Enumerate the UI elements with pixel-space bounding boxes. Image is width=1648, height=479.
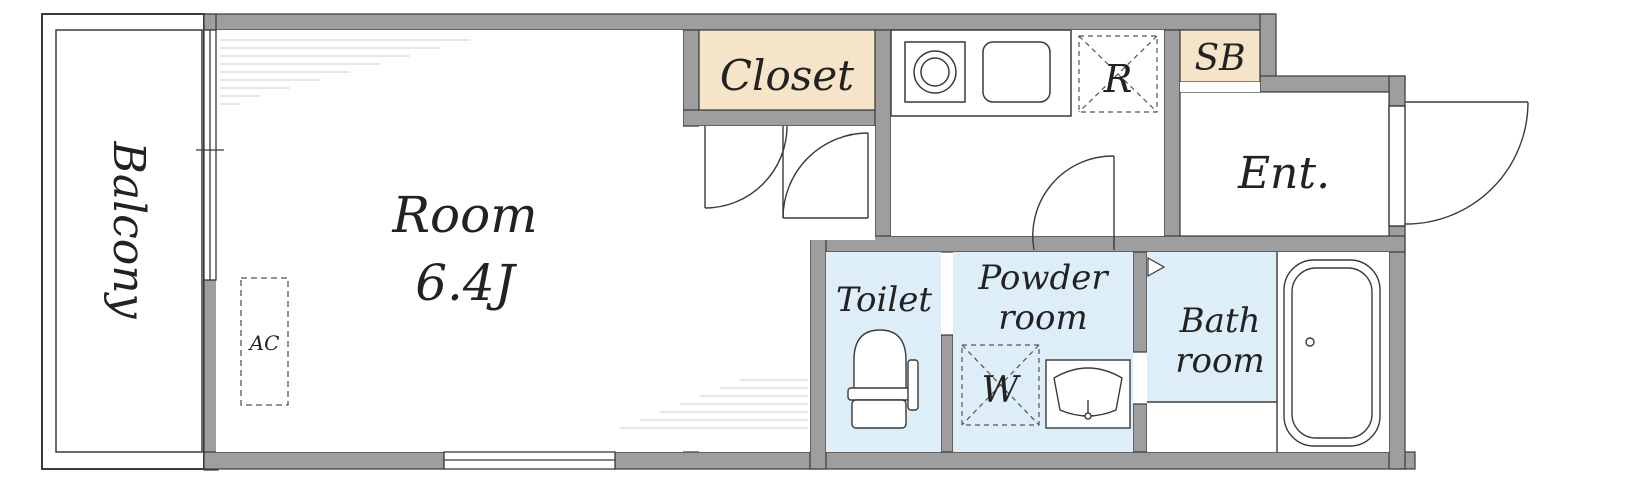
shoe-box: SB [1179,29,1261,83]
bottom-window [443,451,616,470]
powder-room-label-line2: room [998,298,1087,338]
bath-room: Bath room [1147,252,1389,452]
closet: Closet [698,29,876,111]
powder-room: Powder room W [953,252,1133,452]
sink-icon [982,41,1051,103]
bathtub-icon [1283,259,1381,447]
closet-doors [704,125,869,219]
entrance: Ent. [1179,82,1390,237]
ac-label: AC [248,331,280,355]
refrigerator-icon [1078,35,1158,113]
toilet-room: Toilet [826,252,941,452]
main-room [216,30,875,452]
ac-unit: AC [240,277,289,406]
powder-room-label-line1: Powder [977,258,1109,298]
toilet-icon [847,329,919,429]
shoe-box-label: SB [1194,38,1245,79]
washer-label: W [981,370,1021,411]
kitchen: R [890,29,1164,251]
stove-icon [904,41,966,103]
room-label: Room [391,186,537,244]
washbasin-icon [1045,359,1131,429]
toilet-label: Toilet [836,280,932,320]
closet-label: Closet [720,51,854,100]
bath-room-label-line2: room [1175,341,1264,381]
bath-room-label-line1: Bath [1179,301,1261,341]
entrance-label: Ent. [1237,148,1330,199]
balcony-label: Balcony [103,141,154,320]
refrigerator-label: R [1103,57,1133,101]
balcony [41,13,205,470]
room-size-label: 6.4J [415,254,518,312]
washer-icon [961,344,1040,426]
entrance-door [1388,101,1529,227]
balcony-window [196,29,224,281]
